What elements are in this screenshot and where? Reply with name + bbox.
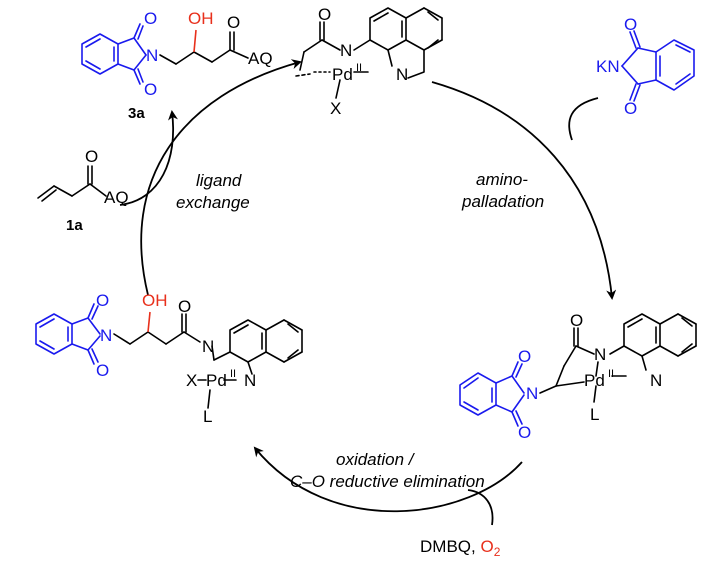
label-dmbq: DMBQ,: [420, 537, 480, 556]
pd-complex-left: O O N OH O N X Pd II N L: [35, 291, 303, 426]
label-right-imide-o-top: O: [518, 347, 531, 366]
label-right-imide-o-bottom: O: [518, 423, 531, 442]
product-3a: O O N OH O AQ 3a: [81, 9, 273, 122]
label-top-n-amide: N: [340, 41, 352, 60]
palladacycle-ring-bonds: [539, 313, 697, 403]
label-right-n-amide: N: [594, 345, 606, 364]
pd-complex-top-bonds: [295, 7, 443, 99]
step-aminopalladation-line1: amino-: [476, 170, 528, 189]
step-aminopalladation-line2: palladation: [461, 192, 544, 211]
label-3a-imide-o-bottom: O: [144, 80, 157, 99]
arc-ligand-exchange-to-product: [119, 110, 178, 206]
label-top-o: O: [318, 5, 331, 24]
label-3a-imide-n: N: [146, 46, 158, 65]
label-1a-aq: AQ: [104, 188, 129, 207]
label-3a-carbonyl-o: O: [227, 13, 240, 32]
label-left-pd: Pd: [206, 371, 227, 390]
label-left-carbonyl-o: O: [178, 297, 191, 316]
label-left-oh: OH: [142, 291, 168, 310]
palladacycle-right: O O N O N Pd II N L: [459, 311, 697, 442]
step-ligand-exchange-line1: ligand: [196, 171, 242, 190]
arc-oxidant-entry: [467, 489, 494, 526]
substrate-1a-bonds: [37, 165, 107, 202]
label-right-pd-ox: II: [608, 368, 614, 380]
label-top-x: X: [330, 99, 341, 118]
bond-3a-oh: [193, 29, 197, 53]
compound-id-1a: 1a: [66, 217, 83, 234]
label-top-pd: Pd: [332, 65, 353, 84]
label-left-x: X: [186, 371, 197, 390]
left-phthalimide-bonds: [35, 303, 101, 365]
pd-complex-top: O N Pd II N X: [295, 5, 443, 118]
label-right-pd: Pd: [584, 371, 605, 390]
reagent-phthalimide-bonds: [621, 30, 695, 102]
label-left-pd-ox: II: [230, 368, 236, 380]
label-left-n-amide: N: [202, 337, 214, 356]
bond-left-oh: [147, 311, 151, 333]
reagent-potassium-phthalimide: KN O O: [596, 15, 695, 118]
step-oxidation-line2: C–O reductive elimination: [290, 472, 485, 491]
svg-text:DMBQ, O2: DMBQ, O2: [420, 537, 501, 559]
label-reagent-o-bottom: O: [624, 99, 637, 118]
phthalimide-3a-bonds: [81, 23, 147, 85]
label-reagent-o-top: O: [624, 15, 637, 34]
chain-3a-bonds: [159, 31, 249, 65]
label-left-imide-o-top: O: [96, 291, 109, 310]
arc-right-to-left: [253, 446, 523, 513]
label-left-n-quinoline: N: [244, 371, 256, 390]
step-ligand-exchange-line2: exchange: [176, 193, 250, 212]
label-3a-oh: OH: [188, 9, 214, 28]
cycle-arrows: [119, 59, 617, 526]
label-right-ring-o: O: [570, 311, 583, 330]
arc-left-to-top: [140, 59, 302, 296]
label-top-n-quinoline: N: [396, 65, 408, 84]
label-right-l: L: [590, 405, 599, 424]
substrate-1a: O AQ 1a: [37, 147, 129, 234]
arc-phthalimide-entry: [568, 97, 599, 141]
label-3a-imide-o-top: O: [144, 9, 157, 28]
label-top-pd-ox: II: [356, 62, 362, 74]
label-left-imide-o-bottom: O: [96, 361, 109, 380]
label-3a-aq: AQ: [248, 49, 273, 68]
step-oxidation-line1: oxidation /: [336, 450, 416, 469]
label-o2-subscript: 2: [494, 545, 501, 559]
compound-id-3a: 3a: [128, 105, 145, 122]
label-reagent-kn: KN: [596, 57, 620, 76]
label-1a-o: O: [85, 147, 98, 166]
label-left-l: L: [203, 407, 212, 426]
oxidant-label: DMBQ, O2: [420, 537, 501, 559]
label-right-n-quinoline: N: [650, 371, 662, 390]
label-o2: O: [480, 537, 493, 556]
left-chain-bonds: [113, 313, 303, 409]
arc-top-to-right: [431, 81, 617, 300]
label-right-imide-n: N: [526, 384, 538, 403]
palladacycle-phthalimide-bonds: [459, 361, 525, 427]
label-left-imide-n: N: [100, 326, 112, 345]
